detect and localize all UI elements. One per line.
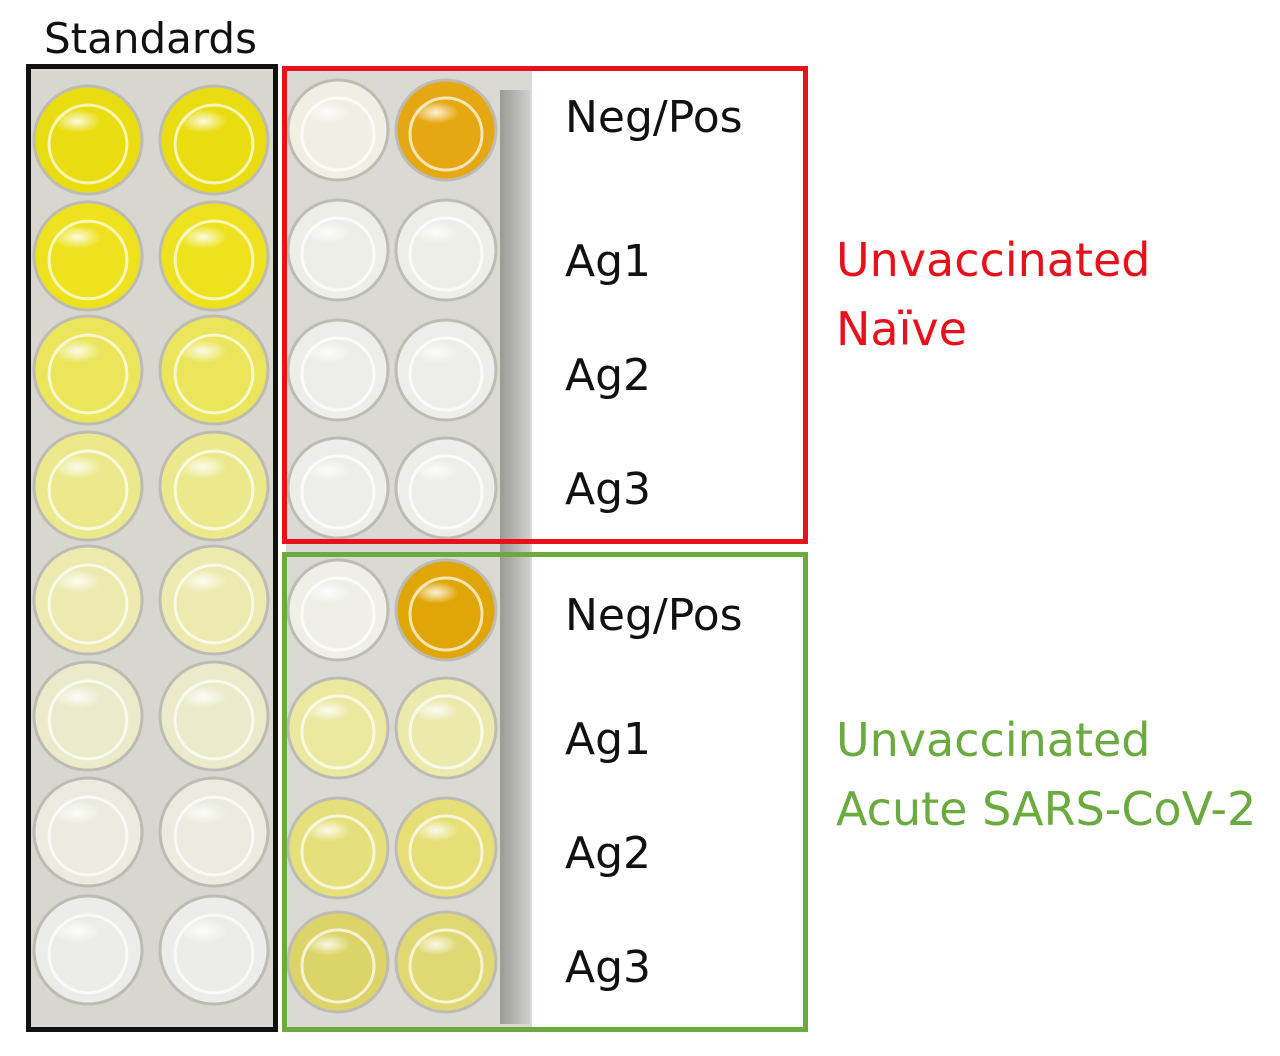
standard-well (158, 660, 270, 772)
naive-row-label-negpos: Neg/Pos (565, 92, 743, 143)
standard-well (32, 314, 144, 426)
standard-well (32, 544, 144, 656)
sample-well (286, 796, 390, 900)
standard-well (158, 314, 270, 426)
naive-row-label-ag3: Ag3 (565, 464, 652, 515)
sample-well (394, 676, 498, 780)
standards-frame (26, 64, 278, 1032)
standard-well (32, 894, 144, 1006)
standard-well (158, 776, 270, 888)
acute-row-label-ag2: Ag2 (565, 828, 652, 879)
standard-well (158, 84, 270, 196)
standard-well (32, 200, 144, 312)
standard-well (32, 776, 144, 888)
sample-well (286, 910, 390, 1014)
sample-well (286, 198, 390, 302)
sample-well (394, 796, 498, 900)
acute-group-title-line2: Acute SARS-CoV-2 (836, 782, 1257, 836)
standard-well (158, 544, 270, 656)
standard-well (158, 200, 270, 312)
acute-row-label-negpos: Neg/Pos (565, 590, 743, 641)
acute-frame (282, 552, 808, 1032)
sample-well (394, 436, 498, 540)
standard-well (158, 894, 270, 1006)
sample-well (286, 318, 390, 422)
acute-row-label-ag3: Ag3 (565, 942, 652, 993)
standard-well (158, 430, 270, 542)
naive-frame (282, 66, 808, 544)
naive-row-label-ag1: Ag1 (565, 236, 652, 287)
sample-well (394, 198, 498, 302)
naive-group-title-line1: Unvaccinated (836, 233, 1151, 287)
sample-well (286, 78, 390, 182)
naive-group-title-line2: Naïve (836, 302, 967, 356)
sample-well (286, 558, 390, 662)
sample-well (394, 558, 498, 662)
standard-well (32, 660, 144, 772)
acute-group-title-line1: Unvaccinated (836, 713, 1151, 767)
naive-group-title: Unvaccinated Naïve (836, 226, 1150, 364)
standard-well (32, 84, 144, 196)
sample-well (394, 910, 498, 1014)
sample-well (286, 436, 390, 540)
plate-shadow (500, 90, 530, 1024)
sample-well (286, 676, 390, 780)
acute-row-label-ag1: Ag1 (565, 714, 652, 765)
wells-layer (32, 78, 498, 1014)
sample-well (394, 318, 498, 422)
acute-group-title: Unvaccinated Acute SARS-CoV-2 (836, 706, 1256, 844)
sample-well (394, 78, 498, 182)
standards-heading: Standards (44, 14, 257, 63)
standard-well (32, 430, 144, 542)
naive-row-label-ag2: Ag2 (565, 350, 652, 401)
